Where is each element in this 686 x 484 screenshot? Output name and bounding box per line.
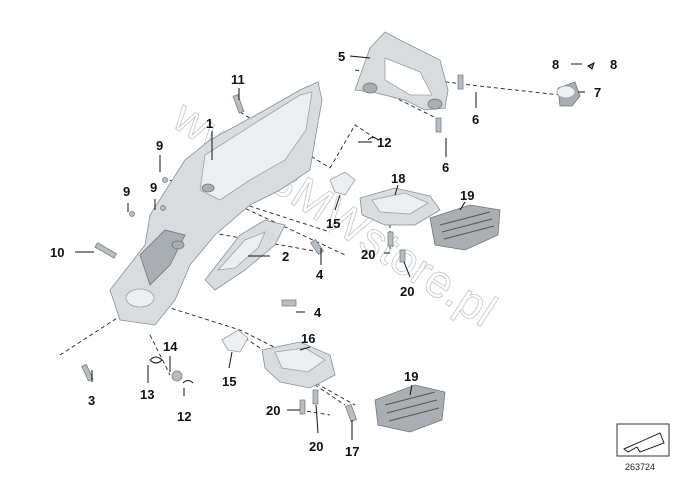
callout-15-upper: 15: [326, 216, 340, 231]
callout-12-upper: 12: [377, 135, 391, 150]
footrest-lower: [261, 341, 336, 389]
callout-1: 1: [206, 116, 213, 131]
rubber-cap: [556, 81, 581, 107]
callout-20-d: 20: [309, 439, 323, 454]
direction-arrow-icon: [623, 432, 665, 453]
callout-2: 2: [282, 249, 289, 264]
footrest-bracket: [109, 81, 323, 326]
callout-12-lower: 12: [177, 409, 191, 424]
callout-4-lower: 4: [314, 305, 322, 320]
callout-9-left: 9: [123, 184, 130, 199]
callout-20-a: 20: [361, 247, 375, 262]
callout-19-upper: 19: [460, 188, 474, 203]
callout-15-lower: 15: [222, 374, 236, 389]
callout-18: 18: [391, 171, 405, 186]
callout-17: 17: [345, 444, 359, 459]
heel-plate: [204, 219, 286, 291]
callout-6-upper: 6: [472, 112, 479, 127]
callout-13: 13: [140, 387, 154, 402]
bolts: [81, 62, 595, 422]
clip-lower: [221, 329, 249, 353]
leader-lines: [75, 55, 585, 440]
callout-20-b: 20: [400, 284, 414, 299]
reference-number: 263724: [625, 462, 655, 472]
callout-11: 11: [231, 72, 245, 87]
footrest-rubber-upper: [429, 204, 501, 251]
callout-8-right: 8: [610, 57, 617, 72]
callout-14: 14: [163, 339, 178, 354]
callout-4-upper: 4: [316, 267, 324, 282]
reference-box: 263724: [616, 423, 670, 472]
callout-9-top: 9: [156, 138, 163, 153]
footrest-upper: [359, 187, 441, 226]
clip-upper: [329, 171, 356, 196]
rear-bracket: [354, 31, 449, 111]
callout-5: 5: [338, 49, 345, 64]
footrest-rubber-lower: [374, 384, 446, 433]
callout-20-c: 20: [266, 403, 280, 418]
callout-19-lower: 19: [404, 369, 418, 384]
callout-3: 3: [88, 393, 95, 408]
callout-7: 7: [594, 85, 601, 100]
callout-16: 16: [301, 331, 315, 346]
callout-9-middle: 9: [150, 180, 157, 195]
callout-10: 10: [50, 245, 64, 260]
callout-8-left: 8: [552, 57, 559, 72]
callout-6-lower: 6: [442, 160, 449, 175]
callout-labels: 1 2 3 4 4 5 6 6 7 8 8 9 9 9 10 11 12 12 …: [50, 49, 617, 459]
